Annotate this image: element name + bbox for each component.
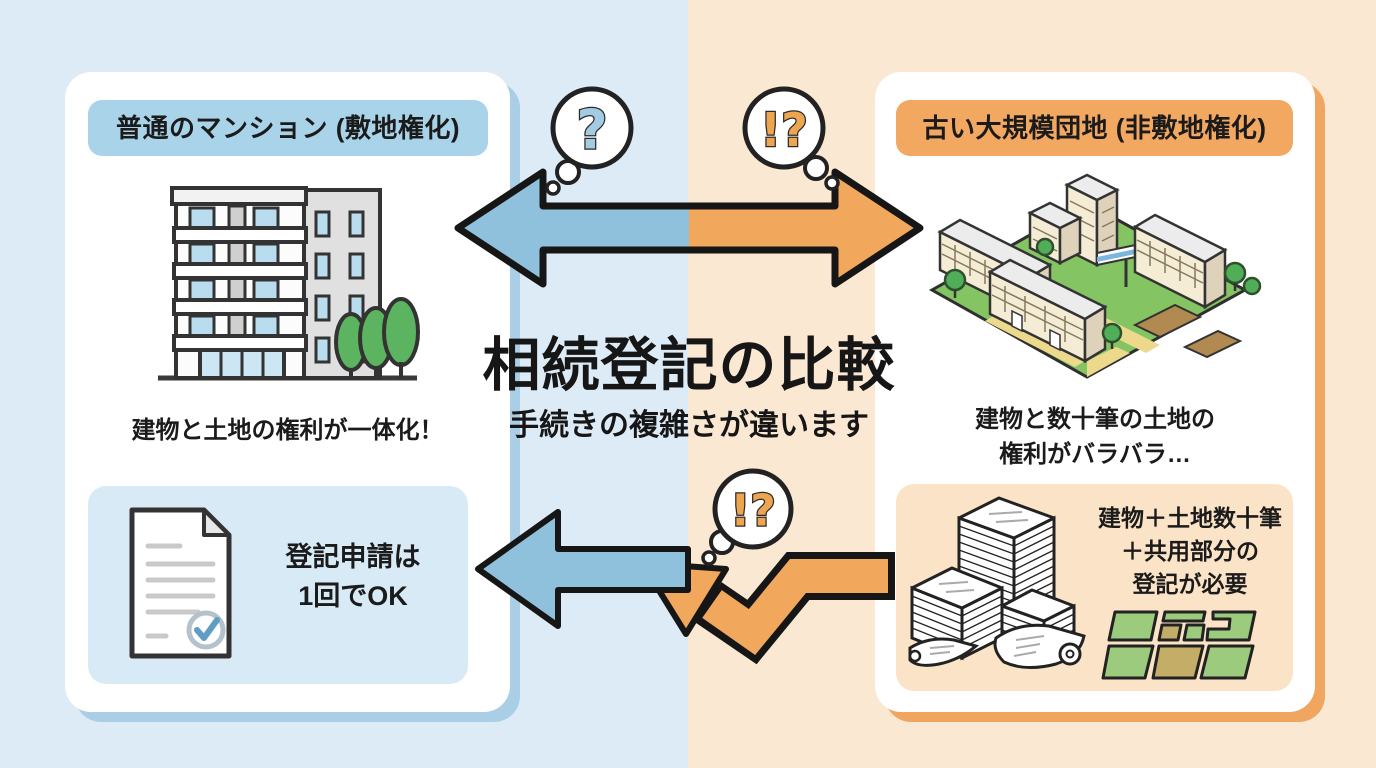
zigzag-arrow <box>639 552 895 665</box>
question-bubble: ? <box>545 86 634 196</box>
danchi-complex-icon <box>928 173 1262 379</box>
left-panel-header: 普通のマンション (敷地権化) <box>88 100 488 156</box>
trees-icon <box>334 297 420 378</box>
surprise-mark-top: !? <box>760 103 808 157</box>
left-panel-card: 普通のマンション (敷地権化) <box>65 72 510 712</box>
right-result-box: 建物＋土地数十筆 ＋共用部分の 登記が必要 <box>896 484 1293 691</box>
left-panel-caption: 建物と土地の権利が一体化！ <box>131 417 444 444</box>
surprise-bubble-top: !? <box>742 86 840 191</box>
right-panel-card: 古い大規模団地 (非敷地権化) <box>875 72 1315 712</box>
left-result-box: 登記申請は 1回でOK <box>88 486 468 684</box>
building-front <box>987 258 1108 364</box>
right-panel-header: 古い大規模団地 (非敷地権化) <box>896 100 1293 156</box>
page-subtitle: 手続きの複雑さが違います <box>509 409 869 442</box>
double-arrow <box>454 168 924 288</box>
land-plots-icon <box>1101 610 1257 680</box>
left-arrow <box>475 509 691 629</box>
condo-building-icon <box>158 186 420 381</box>
document-check-icon <box>129 507 232 659</box>
question-mark: ? <box>576 99 607 162</box>
right-panel-caption: 建物と数十筆の土地の 権利がバラバラ… <box>975 406 1215 468</box>
building-right <box>1132 213 1228 310</box>
page-title: 相続登記の比較 <box>482 333 896 398</box>
surprise-bubble-bottom: !? <box>701 468 794 566</box>
right-result-text: 建物＋土地数十筆 ＋共用部分の 登記が必要 <box>1098 505 1282 597</box>
check-icon <box>194 617 220 641</box>
paper-stack-icon <box>908 496 1086 669</box>
surprise-mark-bottom: !? <box>730 486 776 537</box>
left-result-text: 登記申請は 1回でOK <box>285 542 421 611</box>
